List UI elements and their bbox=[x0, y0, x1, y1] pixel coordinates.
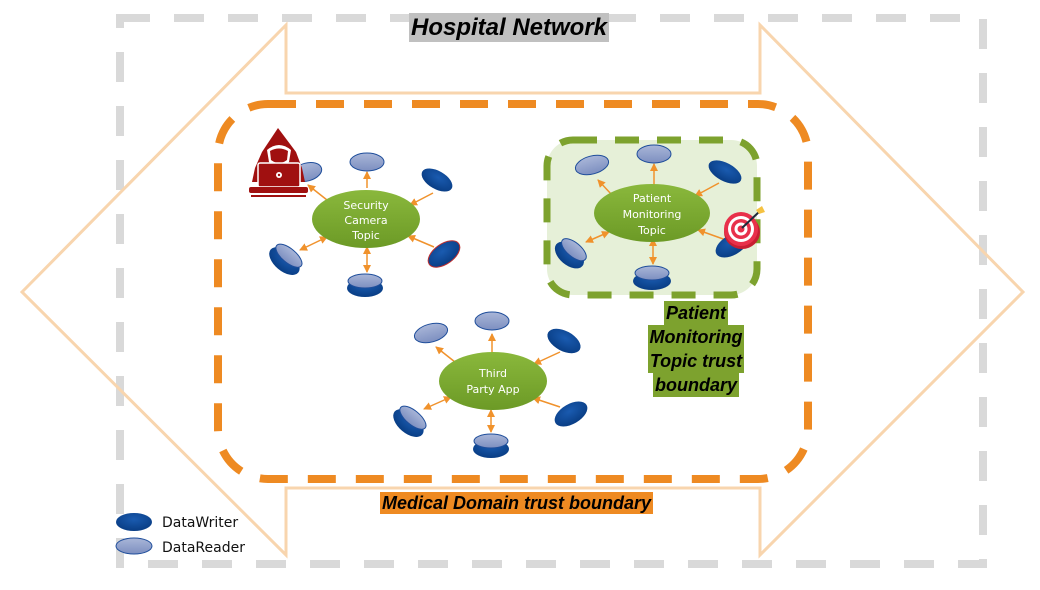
network-double-arrow bbox=[19, 21, 1026, 559]
topic-label-line: Topic bbox=[351, 229, 380, 242]
label-line: Monitoring bbox=[647, 325, 745, 349]
datawriter-icon bbox=[554, 401, 588, 427]
hacker-icon bbox=[249, 128, 308, 197]
topic-label-line: Camera bbox=[344, 214, 387, 227]
label-line: Topic trust bbox=[647, 349, 745, 373]
patient-monitoring-cluster: Patient Monitoring Topic bbox=[554, 144, 749, 290]
topic-label-line: Security bbox=[343, 199, 389, 212]
medical-domain-boundary bbox=[214, 100, 812, 483]
third-party-app-cluster: Third Party App bbox=[393, 311, 588, 458]
label-line: boundary bbox=[652, 373, 739, 397]
topic-label-line: Topic bbox=[637, 224, 666, 237]
datawriter-icon bbox=[708, 160, 742, 184]
datawriter-icon bbox=[116, 513, 152, 531]
topic-label-line: Third bbox=[478, 367, 507, 380]
topic-label-line: Monitoring bbox=[623, 208, 682, 221]
datareader-icon bbox=[636, 144, 672, 164]
patient-monitoring-topic bbox=[594, 184, 710, 242]
third-party-app-topic bbox=[439, 352, 547, 410]
datawriter-icon bbox=[421, 168, 453, 192]
legend-label-datareader: DataReader bbox=[162, 540, 245, 556]
datareader-icon bbox=[574, 154, 610, 176]
datawriter-icon bbox=[269, 243, 303, 275]
datareader-icon bbox=[474, 311, 510, 331]
datareader-icon bbox=[413, 322, 449, 344]
datawriter-icon bbox=[547, 328, 581, 354]
datawriter-icon bbox=[347, 273, 383, 297]
legend-label-datawriter: DataWriter bbox=[162, 515, 238, 531]
datareader-icon bbox=[115, 537, 153, 555]
medical-domain-label: Medical Domain trust boundary bbox=[380, 492, 654, 514]
datawriter-icon bbox=[473, 433, 509, 458]
legend: DataWriter DataReader bbox=[115, 513, 245, 556]
security-camera-cluster: Security Camera Topic bbox=[269, 152, 461, 297]
topic-label-line: Patient bbox=[633, 192, 672, 205]
datawriter-icon bbox=[633, 265, 671, 290]
label-line: Patient bbox=[663, 301, 728, 325]
datawriter-icon bbox=[393, 405, 427, 437]
hospital-network-label: Hospital Network bbox=[409, 13, 610, 42]
security-camera-topic bbox=[312, 190, 420, 248]
hospital-network-boundary bbox=[116, 14, 987, 568]
topic-label-line: Party App bbox=[466, 383, 519, 396]
patient-monitoring-boundary-label: Patient Monitoring Topic trust boundary bbox=[641, 301, 751, 397]
target-icon bbox=[724, 206, 765, 249]
datawriter-icon bbox=[554, 238, 587, 269]
datareader-icon bbox=[349, 152, 385, 172]
datawriter-icon bbox=[427, 240, 461, 268]
